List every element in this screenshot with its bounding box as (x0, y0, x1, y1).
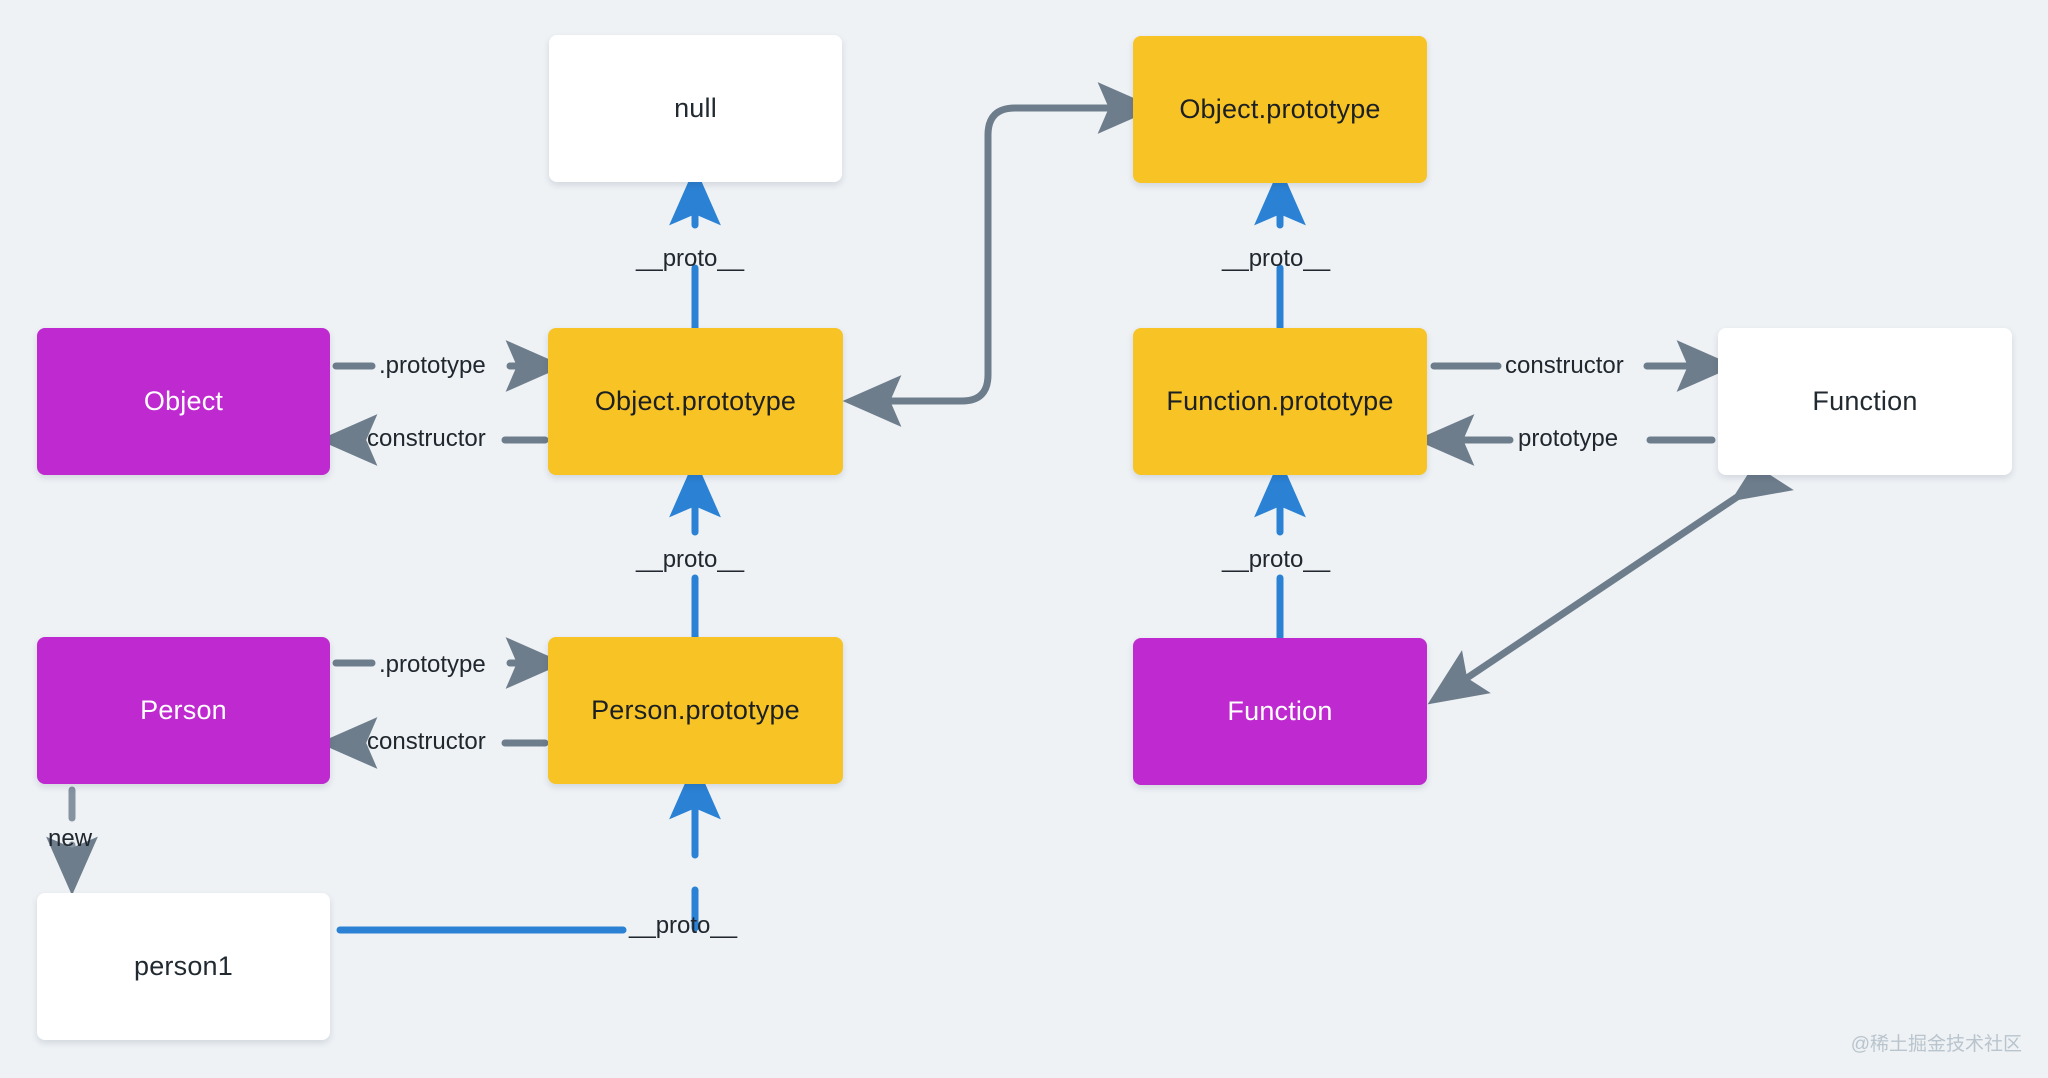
node-label: Object.prototype (594, 386, 797, 416)
node-function-constructor[interactable]: Function (1133, 638, 1427, 785)
edge-label-proto-person1: __proto__ (629, 912, 738, 939)
node-person1[interactable]: person1 (37, 893, 330, 1040)
edge-label-proto-object-prototype: __proto__ (636, 546, 745, 573)
node-label: Object.prototype (1179, 94, 1381, 124)
edge-label-person-constructor: constructor (367, 728, 486, 755)
edge-label-person-prototype: .prototype (379, 651, 486, 678)
edge-label-proto-null: __proto__ (636, 245, 745, 272)
node-null[interactable]: null (549, 35, 842, 182)
watermark: @稀土掘金技术社区 (1850, 1034, 2022, 1055)
node-label: Function (1227, 696, 1333, 726)
edge-label-object-prototype: .prototype (379, 352, 486, 379)
edge-label-function-prototype-constructor: constructor (1505, 352, 1624, 379)
node-label: Object (143, 386, 224, 416)
edge-label-proto-function-prototype: __proto__ (1222, 546, 1331, 573)
node-label: Function (1812, 386, 1918, 416)
node-person-prototype[interactable]: Person.prototype (548, 637, 843, 784)
node-label: Function.prototype (1166, 386, 1394, 416)
node-function[interactable]: Function (1718, 328, 2012, 475)
node-label: Person (140, 695, 227, 725)
edge-label-object-constructor: constructor (367, 425, 486, 452)
node-label: Person.prototype (591, 695, 800, 725)
node-object-prototype-right[interactable]: Object.prototype (1133, 36, 1427, 183)
node-label: null (674, 93, 717, 123)
node-function-prototype[interactable]: Function.prototype (1133, 328, 1427, 475)
edge-objectprototype-link (842, 82, 1157, 427)
edge-function-double-link (1427, 447, 1794, 705)
edge-label-proto-object-prototype-right: __proto__ (1222, 245, 1331, 272)
edge-label-function-prototype: prototype (1518, 425, 1619, 452)
node-object[interactable]: Object (37, 328, 330, 475)
node-person[interactable]: Person (37, 637, 330, 784)
node-object-prototype-left[interactable]: Object.prototype (548, 328, 843, 475)
node-label: person1 (134, 951, 233, 981)
edge-person1-to-personprototype (336, 760, 721, 934)
edge-label-new: new (48, 825, 93, 852)
